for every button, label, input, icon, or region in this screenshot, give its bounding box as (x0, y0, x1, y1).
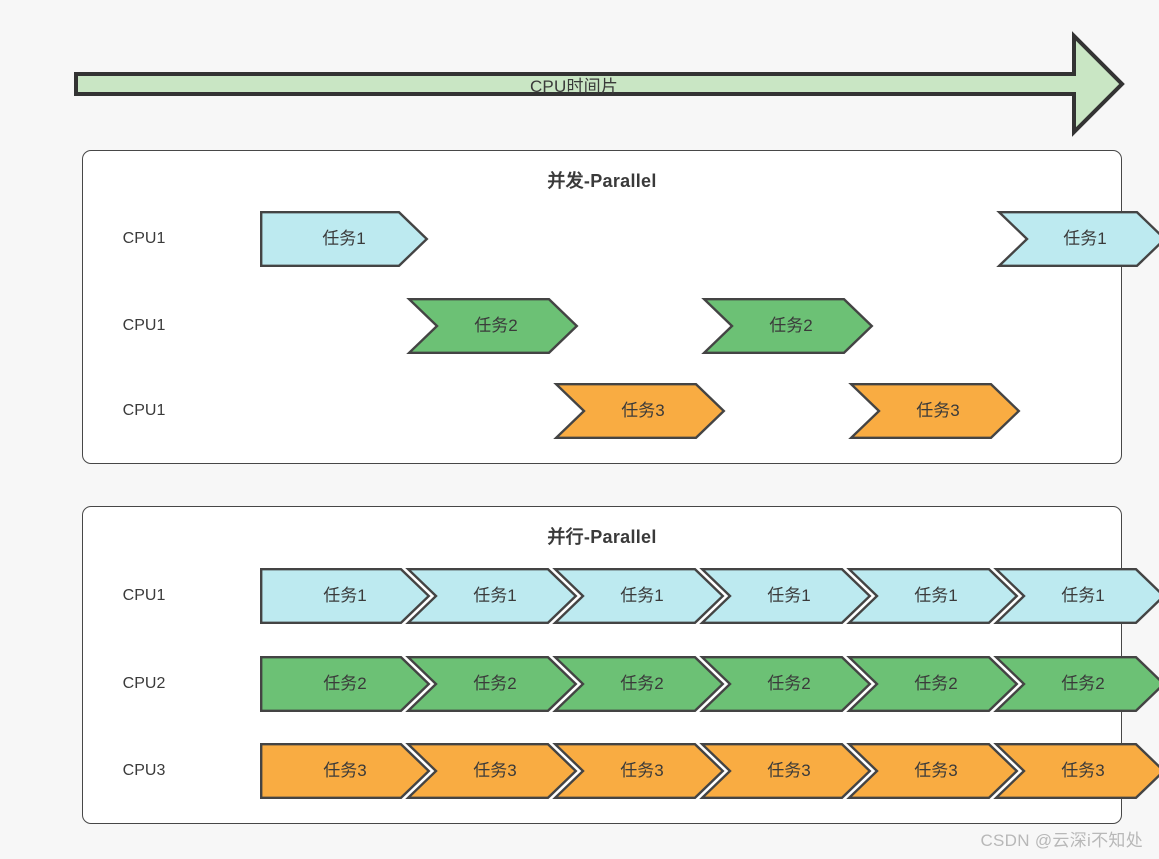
chevron-shape (993, 743, 1159, 799)
task-block[interactable]: 任务3 (993, 743, 1159, 799)
row-label-cpu: CPU1 (122, 402, 166, 419)
chevron-shape (405, 656, 578, 712)
chevron-shape (699, 743, 872, 799)
task-block[interactable]: 任务1 (260, 211, 429, 267)
task-block[interactable]: 任务2 (552, 656, 725, 712)
chevron-shape (406, 298, 579, 354)
chevron-shape (846, 568, 1019, 624)
task-block[interactable]: 任务1 (846, 568, 1019, 624)
task-block[interactable]: 任务2 (846, 656, 1019, 712)
task-block[interactable]: 任务2 (405, 656, 578, 712)
chevron-shape (260, 568, 431, 624)
chevron-shape (405, 743, 578, 799)
panel-parallel: 并行-Parallel CPU1 任务1 任务1 (82, 506, 1159, 824)
row-parallel-2: CPU2 任务2 任务2 (83, 656, 1159, 712)
row-track: 任务3 任务3 任务3 (178, 743, 1159, 799)
task-block[interactable]: 任务3 (552, 743, 725, 799)
chevron-shape (260, 743, 431, 799)
row-label-cpu: CPU1 (122, 587, 166, 604)
task-block[interactable]: 任务1 (260, 568, 431, 624)
chevron-shape (846, 743, 1019, 799)
task-block[interactable]: 任务3 (848, 383, 1021, 439)
task-block[interactable]: 任务1 (996, 211, 1159, 267)
cpu-timeslice-arrow (74, 28, 1126, 140)
task-block[interactable]: 任务2 (699, 656, 872, 712)
chevron-shape (993, 568, 1159, 624)
chevron-shape (996, 211, 1159, 267)
task-block[interactable]: 任务3 (699, 743, 872, 799)
chevron-shape (846, 656, 1019, 712)
task-block[interactable]: 任务3 (405, 743, 578, 799)
task-block[interactable]: 任务3 (553, 383, 726, 439)
row-label-cpu: CPU2 (122, 675, 166, 692)
timeline-arrow-shape (74, 31, 1125, 137)
task-block[interactable]: 任务1 (405, 568, 578, 624)
chevron-shape (993, 656, 1159, 712)
chevron-shape (405, 568, 578, 624)
task-block[interactable]: 任务3 (846, 743, 1019, 799)
task-block[interactable]: 任务2 (260, 656, 431, 712)
task-block[interactable]: 任务1 (993, 568, 1159, 624)
row-parallel-1: CPU1 任务1 任务1 (83, 568, 1159, 624)
row-label-cpu: CPU1 (122, 230, 166, 247)
chevron-shape (701, 298, 874, 354)
task-block[interactable]: 任务2 (406, 298, 579, 354)
chevron-shape (260, 656, 431, 712)
row-track: 任务1 任务1 (178, 211, 1159, 267)
arrow-polygon (74, 31, 1125, 137)
row-concurrent-2: CPU1 任务2 任务2 (83, 298, 1121, 354)
panel-concurrent: 并发-Parallel CPU1 任务1 任务1 CPU1 (82, 150, 1159, 464)
chevron-shape (552, 743, 725, 799)
task-block[interactable]: 任务1 (552, 568, 725, 624)
task-block[interactable]: 任务2 (993, 656, 1159, 712)
chevron-shape (260, 211, 429, 267)
chevron-shape (699, 656, 872, 712)
task-block[interactable]: 任务3 (260, 743, 431, 799)
row-track: 任务2 任务2 任务2 (178, 656, 1159, 712)
watermark: CSDN @云深i不知处 (980, 831, 1143, 850)
row-label-cpu: CPU1 (122, 317, 166, 334)
chevron-shape (552, 568, 725, 624)
chevron-shape (699, 568, 872, 624)
row-concurrent-3: CPU1 任务3 任务3 (83, 383, 1121, 439)
task-block[interactable]: 任务1 (699, 568, 872, 624)
chevron-shape (553, 383, 726, 439)
task-block[interactable]: 任务2 (701, 298, 874, 354)
row-track: 任务3 任务3 (178, 383, 1121, 439)
row-label-cpu: CPU3 (122, 762, 166, 779)
panel-title-concurrent: 并发-Parallel (547, 171, 657, 191)
chevron-shape (848, 383, 1021, 439)
panel-title-parallel: 并行-Parallel (547, 527, 657, 547)
chevron-shape (552, 656, 725, 712)
row-track: 任务1 任务1 任务1 (178, 568, 1159, 624)
row-concurrent-1: CPU1 任务1 任务1 (83, 211, 1159, 267)
row-track: 任务2 任务2 (178, 298, 1121, 354)
row-parallel-3: CPU3 任务3 任务3 (83, 743, 1159, 799)
